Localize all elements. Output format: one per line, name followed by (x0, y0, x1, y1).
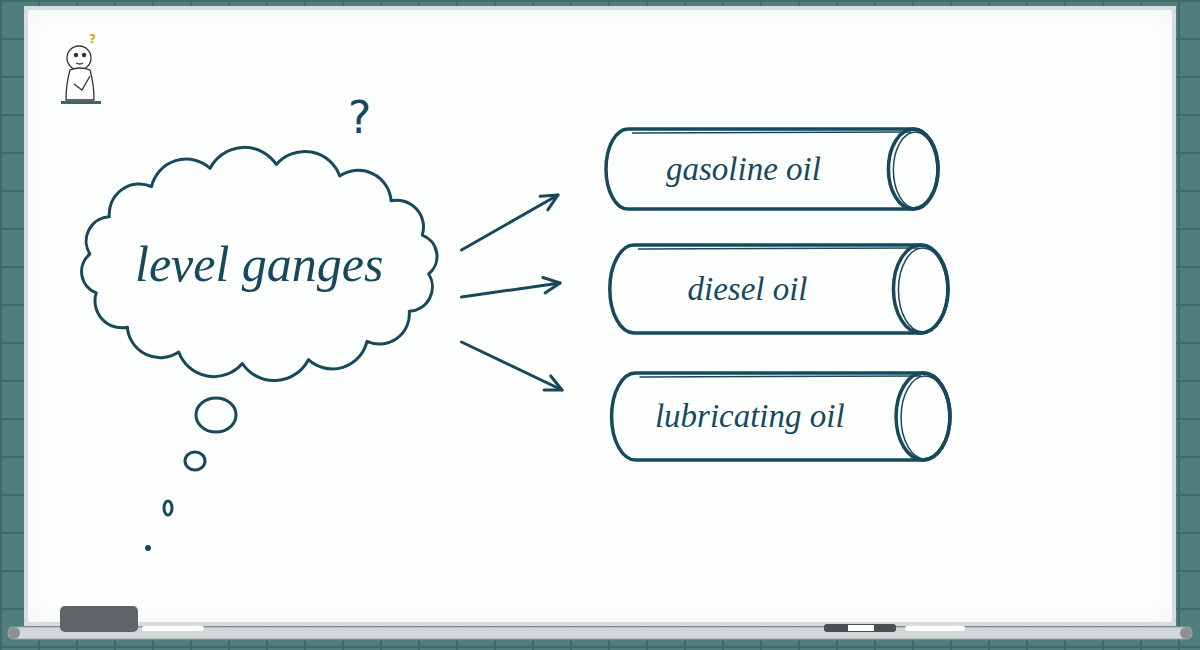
eraser (60, 606, 138, 632)
tray-end (8, 627, 20, 639)
cylinder-tank: gasoline oil (588, 126, 942, 212)
marker (905, 626, 965, 631)
cloud-node: level ganges (75, 150, 444, 378)
cylinder-tank: lubricating oil (592, 370, 954, 463)
chalk (142, 626, 204, 631)
node-text: lubricating oil (655, 398, 845, 435)
node-text: level ganges (135, 235, 384, 293)
figure-base (61, 101, 101, 104)
board-tray (8, 627, 1192, 639)
question-mark: ? (348, 92, 371, 143)
tray-end (1180, 627, 1192, 639)
arrow-connector (462, 342, 562, 390)
node-text: gasoline oil (666, 151, 821, 188)
thought-bubbles (147, 398, 237, 550)
icon-question-mark: ? (89, 32, 96, 46)
cylinder-tank: diesel oil (590, 242, 952, 336)
marker (824, 624, 896, 632)
whiteboard (24, 6, 1176, 626)
arrow-connector (462, 278, 560, 297)
marker-band (848, 625, 874, 631)
thinking-figure (66, 46, 94, 100)
node-text: diesel oil (687, 271, 807, 308)
arrow-connector (462, 195, 558, 250)
